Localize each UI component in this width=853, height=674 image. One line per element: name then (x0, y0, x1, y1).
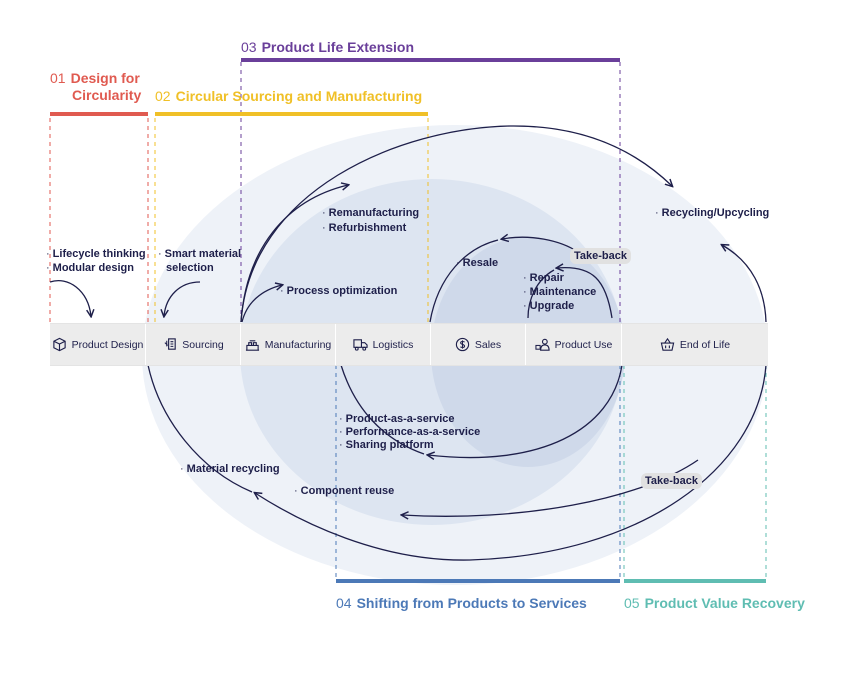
note-lifecycle-thinking: ·Lifecycle thinking (46, 248, 146, 260)
basket-icon (660, 337, 676, 353)
header-recovery-number: 05 (624, 595, 640, 611)
users-icon (535, 337, 551, 353)
truck-icon (353, 337, 369, 353)
stage-product-use: Product Use (526, 324, 622, 365)
stage-label: Manufacturing (264, 338, 332, 351)
header-recovery-bar (624, 579, 766, 583)
note-performance-as-a-service: ·Performance-as-a-service (339, 426, 481, 438)
header-extension-number: 03 (241, 39, 257, 55)
stage-label: Sales (474, 338, 502, 351)
stage-product-design: Product Design (50, 324, 146, 365)
stage-logistics: Logistics (336, 324, 431, 365)
header-services-bar (336, 579, 620, 583)
dollar-icon (455, 337, 471, 353)
design-arrow (49, 280, 91, 316)
inner-loop-left (429, 239, 499, 323)
stage-label: Sourcing (182, 338, 224, 351)
stage-label: Product Use (554, 338, 613, 351)
header-recovery-title: Product Value Recovery (644, 595, 805, 611)
outer-loop-left (147, 364, 253, 493)
header-design-number: 01 (50, 70, 66, 86)
sourcing-arrow (164, 281, 201, 316)
stage-label: End of Life (679, 338, 731, 351)
note-smart-material: ·Smart material (158, 248, 242, 260)
header-design-title: Design for (70, 70, 140, 86)
stage-sales: Sales (431, 324, 526, 365)
note-component-reuse: ·Component reuse (294, 485, 395, 497)
recycling-arrow-right (722, 245, 767, 323)
sourcing-icon (162, 337, 178, 353)
stage-label: Logistics (372, 338, 414, 351)
value-chain-strip: Product Design Sourcing Manufacturing Lo… (50, 323, 768, 366)
stage-sourcing: Sourcing (146, 324, 241, 365)
header-extension-title: Product Life Extension (261, 39, 415, 55)
note-product-as-a-service: ·Product-as-a-service (339, 413, 455, 425)
factory-icon (245, 337, 261, 353)
note-refurbishment: ·Refurbishment (322, 222, 407, 234)
note-material-recycling: ·Material recycling (180, 463, 280, 475)
note-maintenance: ·Maintenance (523, 286, 597, 298)
header-sourcing-bar (155, 112, 428, 116)
take-back-badge-top: Take-back (570, 248, 631, 264)
header-services-title: Shifting from Products to Services (356, 595, 587, 611)
note-recycling-upcycling: ·Recycling/Upcycling (655, 207, 770, 219)
services-loop-left (340, 364, 425, 455)
repair-loop-left (527, 269, 555, 319)
header-sourcing-title: Circular Sourcing and Manufacturing (175, 88, 423, 104)
material-recycling-arrow (255, 364, 767, 561)
note-resale: ·Resale (456, 257, 499, 269)
process-optimization-arrow (241, 285, 282, 323)
note-selection: selection (166, 262, 214, 274)
box-icon (52, 337, 68, 353)
remanufacturing-arrow (240, 185, 348, 323)
note-sharing-platform: ·Sharing platform (339, 439, 434, 451)
note-remanufacturing: ·Remanufacturing (322, 207, 420, 219)
header-design-bar (50, 112, 148, 116)
note-repair: ·Repair (523, 272, 564, 284)
stage-manufacturing: Manufacturing (241, 324, 336, 365)
repair-arrow (557, 268, 613, 319)
services-arrow (428, 364, 623, 458)
stage-label: Product Design (71, 338, 144, 351)
header-design-line2: Circularity (72, 87, 142, 103)
header-sourcing-number: 02 (155, 88, 171, 104)
header-extension-bar (241, 58, 620, 62)
take-back-badge-bottom: Take-back (641, 473, 702, 489)
header-services-number: 04 (336, 595, 352, 611)
recycling-arrow-top (240, 125, 672, 323)
note-modular-design: ·Modular design (46, 262, 134, 274)
note-process-optimization: ·Process optimization (280, 285, 398, 297)
note-upgrade: ·Upgrade (523, 300, 575, 312)
stage-end-of-life: End of Life (622, 324, 768, 365)
